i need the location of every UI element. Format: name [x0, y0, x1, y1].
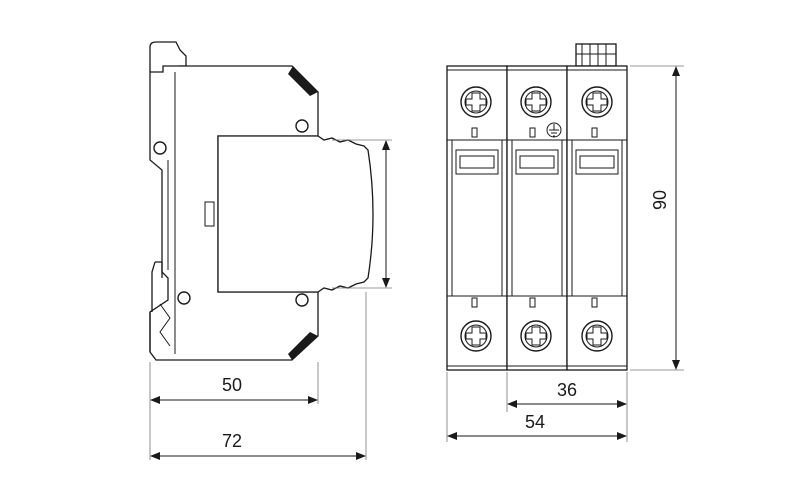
dim-label-54: 54 [525, 412, 545, 432]
side-cartridge [217, 135, 374, 293]
side-slot [204, 201, 215, 227]
side-top-bevel [288, 66, 318, 96]
screw-bottom-3 [581, 320, 613, 352]
dim-label-90: 90 [650, 190, 670, 210]
dim-label-72: 72 [222, 431, 242, 451]
ground-icon [546, 122, 562, 138]
side-view [149, 41, 374, 361]
dim-label-36: 36 [557, 380, 577, 400]
side-hole-bottom-left [177, 291, 191, 305]
front-window-1 [455, 149, 499, 175]
front-top-connector [575, 43, 617, 67]
side-bottom-bevel [288, 332, 318, 360]
front-dimensions: 36 54 90 [446, 65, 684, 442]
front-view [446, 43, 628, 371]
screw-top-1 [460, 86, 492, 118]
side-hole-top-left [153, 141, 167, 155]
side-hole-top-right [295, 119, 309, 133]
screw-top-3 [581, 86, 613, 118]
dim-label-50: 50 [222, 375, 242, 395]
front-window-3 [575, 149, 619, 175]
side-dimensions: 50 72 [149, 139, 392, 460]
screw-bottom-2 [520, 320, 552, 352]
side-hole-bottom-right [295, 293, 309, 307]
side-bottom-clip [149, 261, 163, 352]
screw-bottom-1 [460, 320, 492, 352]
side-top-clip [149, 41, 187, 72]
front-window-2 [515, 149, 559, 175]
screw-top-2 [520, 86, 552, 118]
